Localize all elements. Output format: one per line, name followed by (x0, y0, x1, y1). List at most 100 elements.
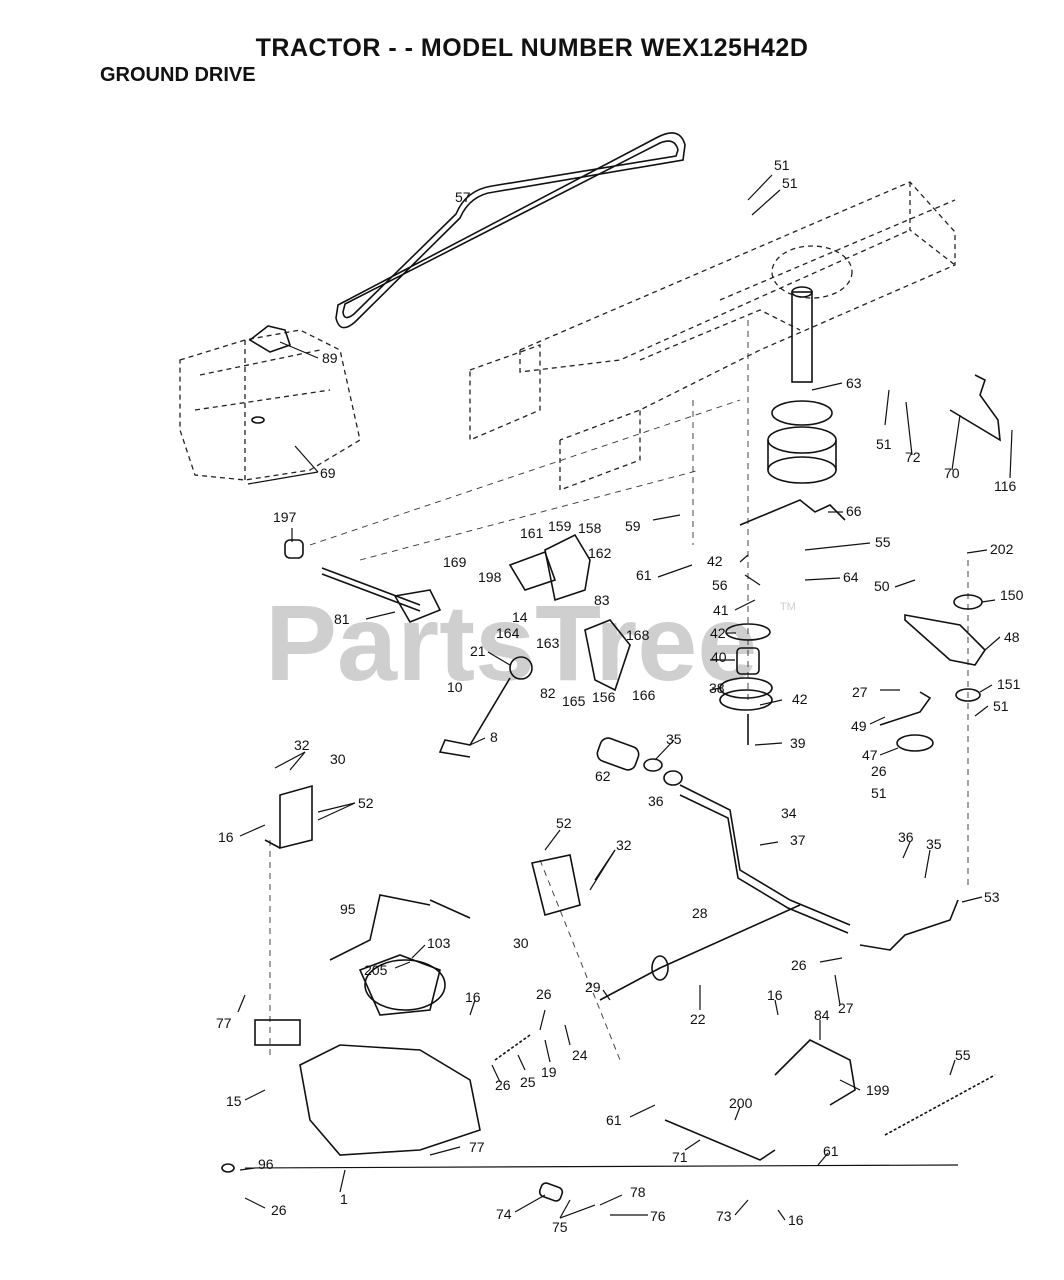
bracket-center (531, 854, 581, 916)
callout-52: 52 (556, 815, 572, 831)
callout-200: 200 (729, 1095, 753, 1111)
callout-78: 78 (630, 1184, 646, 1200)
lever-rod (329, 894, 431, 961)
callout-15: 15 (226, 1093, 242, 1109)
pulley-stack (767, 286, 837, 484)
callout-95: 95 (340, 901, 356, 917)
callout-83: 83 (594, 592, 610, 608)
callout-168: 168 (626, 627, 650, 643)
callout-158: 158 (578, 520, 602, 536)
callout-16: 16 (767, 987, 783, 1003)
callout-61: 61 (606, 1112, 622, 1128)
callout-51: 51 (774, 157, 790, 173)
callout-82: 82 (540, 685, 556, 701)
callout-28: 28 (692, 905, 708, 921)
centerline-b (359, 469, 701, 561)
callout-40: 40 (711, 649, 727, 665)
callout-202: 202 (990, 541, 1014, 557)
callout-89: 89 (322, 350, 338, 366)
callout-164: 164 (496, 625, 520, 641)
callout-55: 55 (875, 534, 891, 550)
callout-51: 51 (876, 436, 892, 452)
parking-rod (599, 904, 801, 1001)
callout-64: 64 (843, 569, 859, 585)
callout-66: 66 (846, 503, 862, 519)
callout-75: 75 (552, 1219, 568, 1235)
bushing-74 (538, 1182, 564, 1202)
callout-51: 51 (871, 785, 887, 801)
fender-housing (179, 325, 361, 481)
callout-26: 26 (791, 957, 807, 973)
callout-69: 69 (320, 465, 336, 481)
watermark-trademark: TM (780, 601, 796, 613)
callout-51: 51 (782, 175, 798, 191)
shift-bracket (508, 533, 631, 692)
callout-16: 16 (465, 989, 481, 1005)
callout-166: 166 (632, 687, 656, 703)
callout-32: 32 (294, 737, 310, 753)
callout-39: 39 (790, 735, 806, 751)
callout-150: 150 (1000, 587, 1024, 603)
callout-74: 74 (496, 1206, 512, 1222)
callout-50: 50 (874, 578, 890, 594)
callout-25: 25 (520, 1074, 536, 1090)
watermark-text: PartsTree (265, 582, 757, 703)
callout-62: 62 (595, 768, 611, 784)
callout-197: 197 (273, 509, 297, 525)
callout-42: 42 (707, 553, 723, 569)
callout-205: 205 (364, 962, 388, 978)
callout-77: 77 (469, 1139, 485, 1155)
release-rod (774, 1039, 856, 1106)
callout-32: 32 (616, 837, 632, 853)
callout-8: 8 (490, 729, 498, 745)
callout-162: 162 (588, 545, 612, 561)
callout-42: 42 (710, 625, 726, 641)
callout-16: 16 (788, 1212, 804, 1228)
callout-26: 26 (871, 763, 887, 779)
leader-lines (237, 174, 1013, 1221)
callout-81: 81 (334, 611, 350, 627)
centerline-a (309, 399, 741, 546)
callout-49: 49 (851, 718, 867, 734)
callout-161: 161 (520, 525, 544, 541)
callout-35: 35 (666, 731, 682, 747)
callout-52: 52 (358, 795, 374, 811)
callout-36: 36 (898, 829, 914, 845)
callout-73: 73 (716, 1208, 732, 1224)
brake-rod (859, 899, 959, 951)
transaxle (254, 954, 481, 1156)
tractor-frame (469, 181, 956, 491)
callout-48: 48 (1004, 629, 1020, 645)
callout-198: 198 (478, 569, 502, 585)
callout-169: 169 (443, 554, 467, 570)
callout-159: 159 (548, 518, 572, 534)
callout-26: 26 (495, 1077, 511, 1093)
callout-37: 37 (790, 832, 806, 848)
callout-72: 72 (905, 449, 921, 465)
idler-bracket (879, 594, 987, 752)
bracket-left (264, 784, 313, 850)
callout-70: 70 (944, 465, 960, 481)
callout-151: 151 (997, 676, 1021, 692)
callout-27: 27 (838, 1000, 854, 1016)
callout-84: 84 (814, 1007, 830, 1023)
callout-116: 116 (994, 478, 1017, 494)
callout-36: 36 (648, 793, 664, 809)
callout-35: 35 (926, 836, 942, 852)
callout-77: 77 (216, 1015, 232, 1031)
callout-26: 26 (536, 986, 552, 1002)
callout-38: 38 (709, 680, 725, 696)
section-title: GROUND DRIVE (100, 64, 256, 86)
callout-199: 199 (866, 1082, 890, 1098)
callout-27: 27 (852, 684, 868, 700)
callout-21: 21 (470, 643, 486, 659)
callout-16: 16 (218, 829, 234, 845)
rod-grip (651, 955, 669, 981)
idler-rod (739, 499, 846, 526)
drive-belt-inner (342, 140, 679, 319)
callout-26: 26 (271, 1202, 287, 1218)
page-title: TRACTOR - - MODEL NUMBER WEX125H42D (255, 34, 809, 62)
callout-96: 96 (258, 1156, 274, 1172)
callout-labels: 57 51 51 89 69 63 51 72 70 116 197 161 1… (216, 157, 1024, 1235)
callout-57: 57 (455, 189, 471, 205)
